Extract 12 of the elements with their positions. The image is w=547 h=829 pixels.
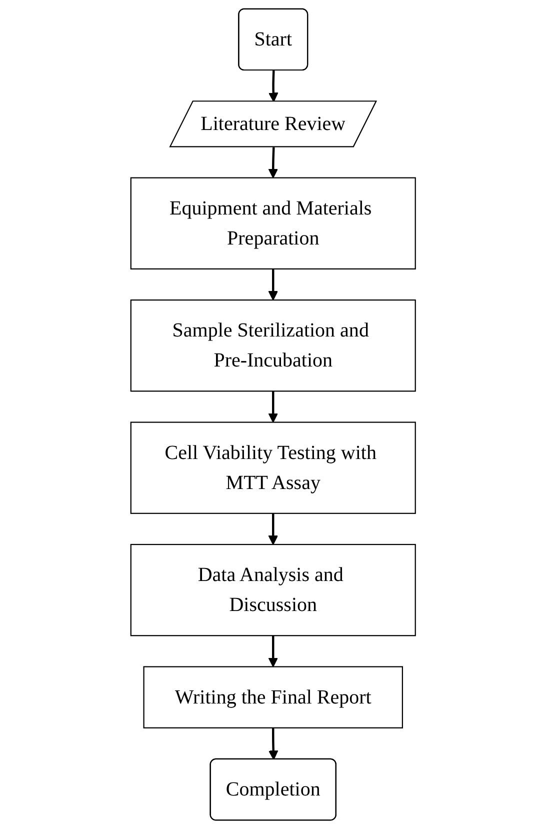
arrow xyxy=(268,70,279,102)
arrow xyxy=(268,268,278,300)
node-box: Sample Sterilization and Pre-Incubation xyxy=(130,299,416,392)
node-box: Writing the Final Report xyxy=(144,666,404,728)
arrow xyxy=(268,513,278,545)
arrow xyxy=(268,636,278,668)
node-box: Equipment and Materials Preparation xyxy=(130,177,416,270)
arrow xyxy=(268,147,278,178)
node-box: Cell Viability Testing with MTT Assay xyxy=(130,422,416,514)
node-box: Data Analysis and Discussion xyxy=(130,544,416,636)
arrow xyxy=(268,391,278,423)
arrow xyxy=(268,728,279,760)
